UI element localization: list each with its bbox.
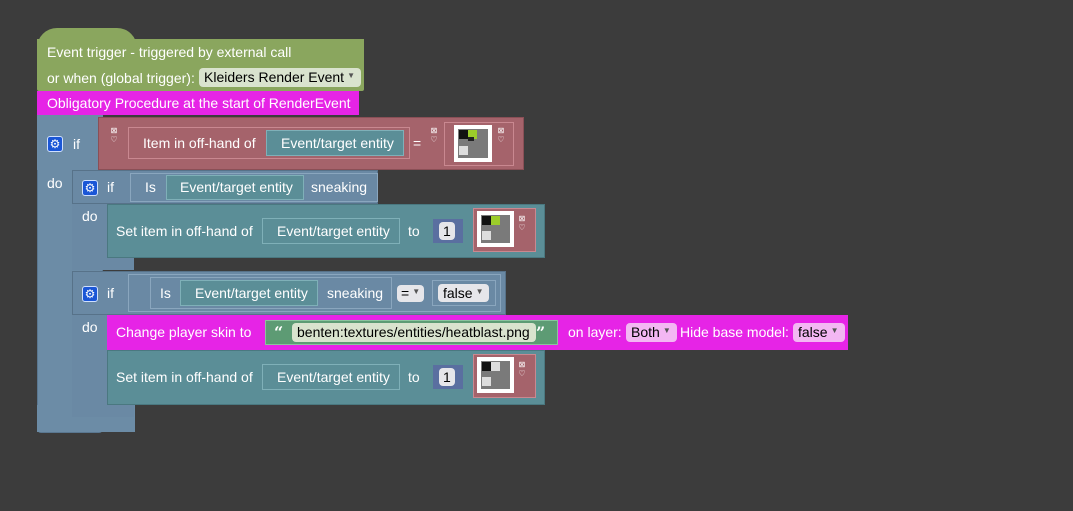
boolean-value: false — [443, 285, 473, 301]
outer-entity-label: Event/target entity — [281, 136, 394, 150]
layer-dropdown[interactable]: Both▼ — [626, 323, 677, 342]
compare-operator-value: = — [401, 285, 409, 301]
close-quote-icon: ” — [536, 325, 545, 341]
global-trigger-value: Kleiders Render Event — [204, 69, 344, 85]
open-quote-icon: “ — [274, 325, 283, 341]
inner-entity1-label: Event/target entity — [180, 180, 293, 194]
dropdown-arrow-icon: ▼ — [831, 326, 839, 335]
event-trigger-line1: Event trigger - triggered by external ca… — [47, 45, 291, 59]
amount1-field[interactable]: 1 — [439, 222, 455, 240]
inner-if2-keyword: if — [107, 286, 114, 300]
set-item1-entity-label: Event/target entity — [277, 224, 390, 238]
mutator-gear-icon[interactable]: ⚙ — [47, 136, 63, 152]
is-label1: Is — [145, 180, 156, 194]
block-corner-icon: ⊠♡ — [517, 360, 527, 378]
inner-if1-keyword: if — [107, 180, 114, 194]
inner-do1-keyword: do — [82, 209, 98, 223]
event-trigger-line2: or when (global trigger): — [47, 71, 195, 85]
inner-if1-footer — [72, 258, 134, 270]
layer-value: Both — [631, 324, 660, 340]
outer-do-keyword: do — [47, 176, 63, 190]
mutator-gear-icon[interactable]: ⚙ — [82, 180, 98, 196]
compare-operator-dropdown[interactable]: =▼ — [397, 285, 424, 302]
item-thumbnail-icon[interactable] — [477, 357, 514, 393]
hide-base-model-dropdown[interactable]: false▼ — [793, 323, 845, 342]
set-item2-to: to — [408, 370, 420, 384]
skin-path-field[interactable]: benten:textures/entities/heatblast.png — [292, 323, 536, 342]
inner-do2-keyword: do — [82, 320, 98, 334]
boolean-dropdown[interactable]: false▼ — [438, 284, 489, 302]
set-item1-label: Set item in off-hand of — [116, 224, 253, 238]
layer-label: on layer: — [568, 325, 622, 339]
dropdown-arrow-icon: ▼ — [347, 71, 355, 80]
hide-base-model-value: false — [798, 324, 828, 340]
amount2-value: 1 — [443, 369, 451, 385]
item-thumbnail-icon[interactable] — [477, 211, 514, 247]
inner-if2-footer — [72, 405, 134, 417]
change-skin-label: Change player skin to — [116, 325, 251, 339]
outer-if-keyword: if — [73, 137, 80, 151]
skin-path-value: benten:textures/entities/heatblast.png — [297, 324, 530, 340]
item-thumbnail-icon[interactable] — [454, 125, 492, 162]
sneaking-label1: sneaking — [311, 180, 367, 194]
mutator-gear-icon[interactable]: ⚙ — [82, 286, 98, 302]
amount2-field[interactable]: 1 — [439, 368, 455, 386]
set-item1-to: to — [408, 224, 420, 238]
item-in-offhand-label: Item in off-hand of — [143, 136, 256, 150]
hide-base-model-label: Hide base model: — [680, 325, 789, 339]
equals-operator: = — [413, 136, 421, 150]
dropdown-arrow-icon: ▼ — [412, 287, 420, 296]
amount1-value: 1 — [443, 223, 451, 239]
block-corner-icon: ⊠♡ — [429, 126, 439, 144]
set-item2-entity-label: Event/target entity — [277, 370, 390, 384]
set-item2-label: Set item in off-hand of — [116, 370, 253, 384]
block-corner-icon: ⊠♡ — [109, 126, 119, 144]
dropdown-arrow-icon: ▼ — [476, 287, 484, 296]
block-corner-icon: ⊠♡ — [517, 214, 527, 232]
global-trigger-dropdown[interactable]: Kleiders Render Event▼ — [199, 68, 361, 87]
block-corner-icon: ⊠♡ — [496, 126, 506, 144]
procedure-label: Obligatory Procedure at the start of Ren… — [47, 96, 351, 110]
dropdown-arrow-icon: ▼ — [663, 326, 671, 335]
sneaking-label2: sneaking — [327, 286, 383, 300]
is-label2: Is — [160, 286, 171, 300]
inner-entity2-label: Event/target entity — [195, 286, 308, 300]
